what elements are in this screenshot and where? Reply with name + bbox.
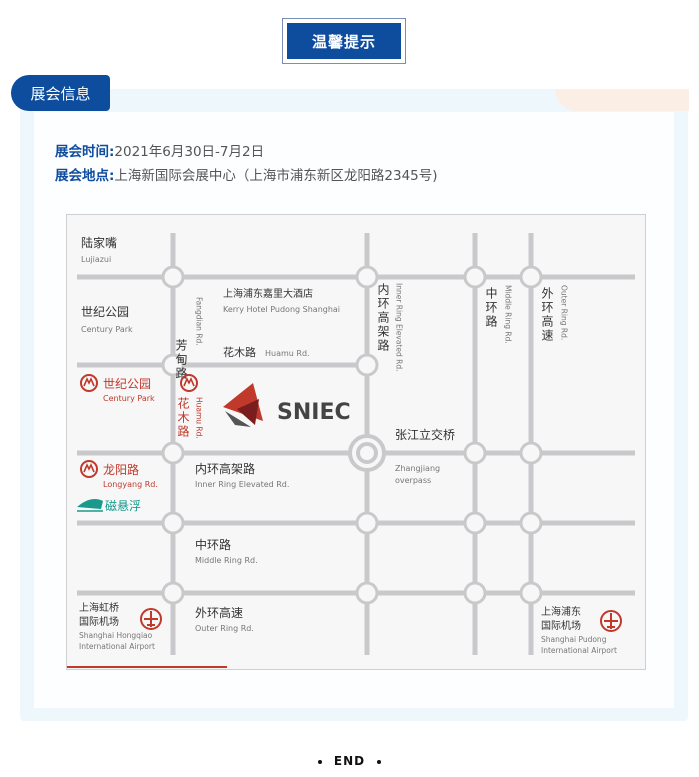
tip-title: 温馨提示 [287, 23, 401, 59]
label-pudong-en1: Shanghai Pudong [541, 635, 607, 644]
label-middle-ring-h: 中环路 [195, 537, 231, 552]
location-map: 陆家嘴 Lujiazui 世纪公园 Century Park 上海浦东嘉里大酒店… [66, 214, 646, 670]
label-century-park: 世纪公园 [81, 305, 129, 319]
time-value: 2021年6月30日-7月2日 [114, 144, 265, 160]
label-hongqiao-en1: Shanghai Hongqiao [79, 631, 153, 640]
metro-icon-longyang [80, 460, 98, 478]
label-middle-ring-v-en: Middle Ring Rd. [504, 285, 513, 344]
label-huamu: 花木路 [223, 346, 256, 359]
label-middle-ring-v: 中环路 [484, 286, 498, 329]
label-inner-ring-v-en: Inner Ring Elevated Rd. [395, 283, 404, 372]
sniec-logo-text: SNIEC [277, 400, 351, 425]
airport-icon-hongqiao [140, 608, 162, 630]
label-huamu-en: Huamu Rd. [265, 349, 310, 358]
end-dot-right [377, 759, 382, 764]
label-hongqiao-2: 国际机场 [79, 615, 119, 628]
exhibition-time: 展会时间:2021年6月30日-7月2日 [55, 140, 264, 160]
label-century-park-en: Century Park [81, 325, 133, 334]
label-outer-ring-h-en: Outer Ring Rd. [195, 624, 254, 633]
end-text: END [333, 754, 366, 768]
label-outer-ring-v-en: Outer Ring Rd. [560, 285, 569, 340]
metro-longyang-en: Longyang Rd. [103, 480, 158, 489]
place-key: 展会地点: [55, 168, 115, 184]
section-tab: 展会信息 [11, 75, 110, 111]
label-inner-ring-h: 内环高架路 [195, 461, 255, 476]
metro-icon-huamu [180, 374, 198, 392]
label-zhangjiang-en2: overpass [395, 476, 431, 485]
label-middle-ring-h-en: Middle Ring Rd. [195, 556, 258, 565]
place-value: 上海新国际会展中心（上海市浦东新区龙阳路2345号) [114, 168, 438, 184]
label-lujiazui: 陆家嘴 [81, 235, 117, 250]
map-svg: 陆家嘴 Lujiazui 世纪公园 Century Park 上海浦东嘉里大酒店… [67, 233, 635, 668]
label-pudong-en2: International Airport [541, 646, 617, 655]
metro-longyang: 龙阳路 [103, 462, 139, 477]
label-kerry-hotel: 上海浦东嘉里大酒店 [223, 287, 313, 300]
label-outer-ring-v: 外环高速 [540, 287, 554, 343]
label-lujiazui-en: Lujiazui [81, 255, 111, 264]
label-outer-ring-h: 外环高速 [195, 605, 243, 620]
maglev-icon [77, 499, 103, 512]
label-zhangjiang-en1: Zhangjiang [395, 464, 440, 473]
label-fangdian-en: Fangdian Rd. [195, 297, 204, 346]
label-fangdian: 芳甸路 [174, 339, 188, 381]
time-key: 展会时间: [55, 144, 115, 160]
label-kerry-hotel-en: Kerry Hotel Pudong Shanghai [223, 305, 340, 314]
label-inner-ring-v: 内环高架路 [376, 283, 390, 353]
card-decoration [555, 89, 689, 111]
end-marker: END [0, 754, 699, 768]
label-pudong-2: 国际机场 [541, 619, 581, 632]
tip-banner: 温馨提示 [282, 18, 406, 64]
metro-century-park-en: Century Park [103, 394, 155, 403]
label-pudong-1: 上海浦东 [541, 605, 581, 618]
sniec-logo-icon [223, 383, 263, 427]
label-inner-ring-h-en: Inner Ring Elevated Rd. [195, 480, 289, 489]
airport-icon-pudong [600, 610, 622, 632]
interchanges [161, 265, 543, 605]
metro-century-park: 世纪公园 [103, 377, 151, 391]
zhangjiang-overpass-icon [348, 434, 386, 472]
exhibition-place: 展会地点:上海新国际会展中心（上海市浦东新区龙阳路2345号) [55, 164, 438, 184]
label-maglev: 磁悬浮 [105, 498, 141, 513]
label-hongqiao-1: 上海虹桥 [79, 601, 119, 614]
metro-huamu-en: Huamu Rd. [195, 397, 204, 439]
metro-huamu: 花木路 [176, 396, 190, 439]
label-zhangjiang: 张江立交桥 [395, 427, 455, 442]
end-dot-left [317, 759, 322, 764]
metro-icon-century [80, 374, 98, 392]
label-hongqiao-en2: International Airport [79, 642, 155, 651]
